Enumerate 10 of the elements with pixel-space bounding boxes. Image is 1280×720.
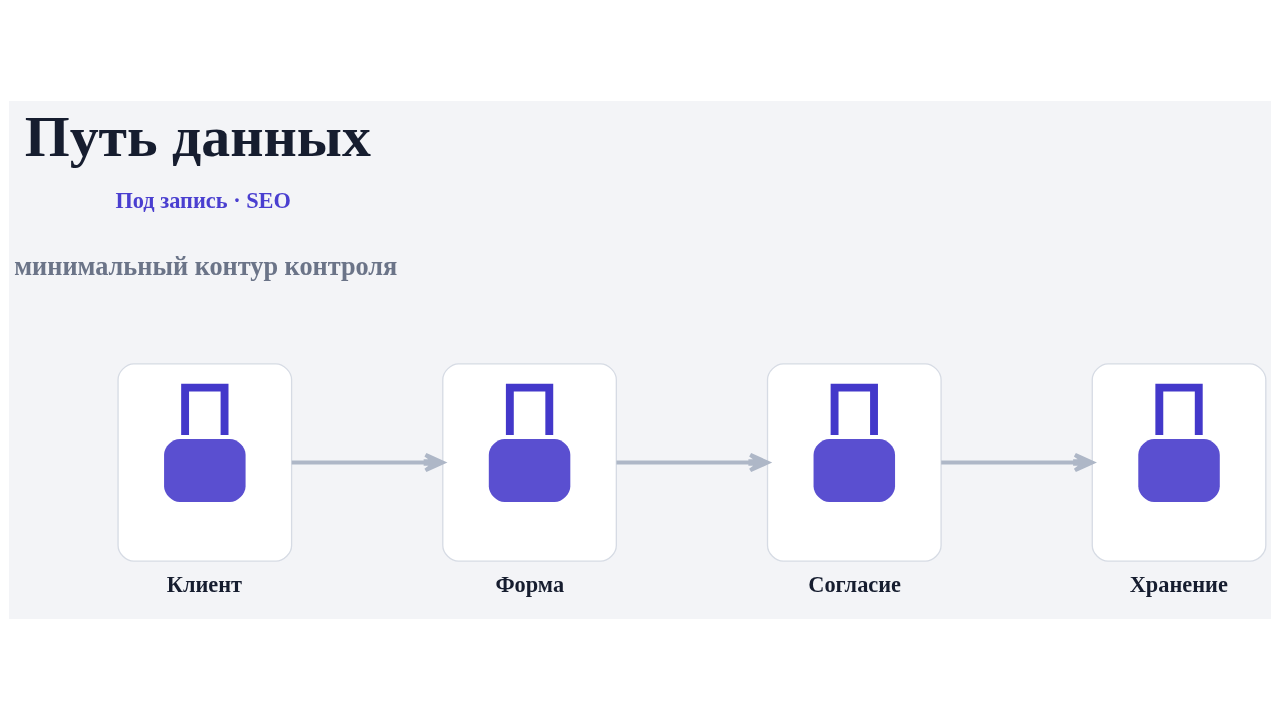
node-label: Клиент xyxy=(166,571,243,597)
node-label: Форма xyxy=(495,571,565,597)
diagram-title: Путь данных xyxy=(24,104,371,170)
arrow xyxy=(616,452,770,473)
node-label: Хранение xyxy=(1129,571,1228,597)
node-label: Согласие xyxy=(808,571,902,597)
arrow xyxy=(941,452,1095,473)
label: Под запись · SEO xyxy=(115,187,291,213)
label: минимальный контур контроля xyxy=(14,251,398,281)
arrow xyxy=(291,452,445,473)
